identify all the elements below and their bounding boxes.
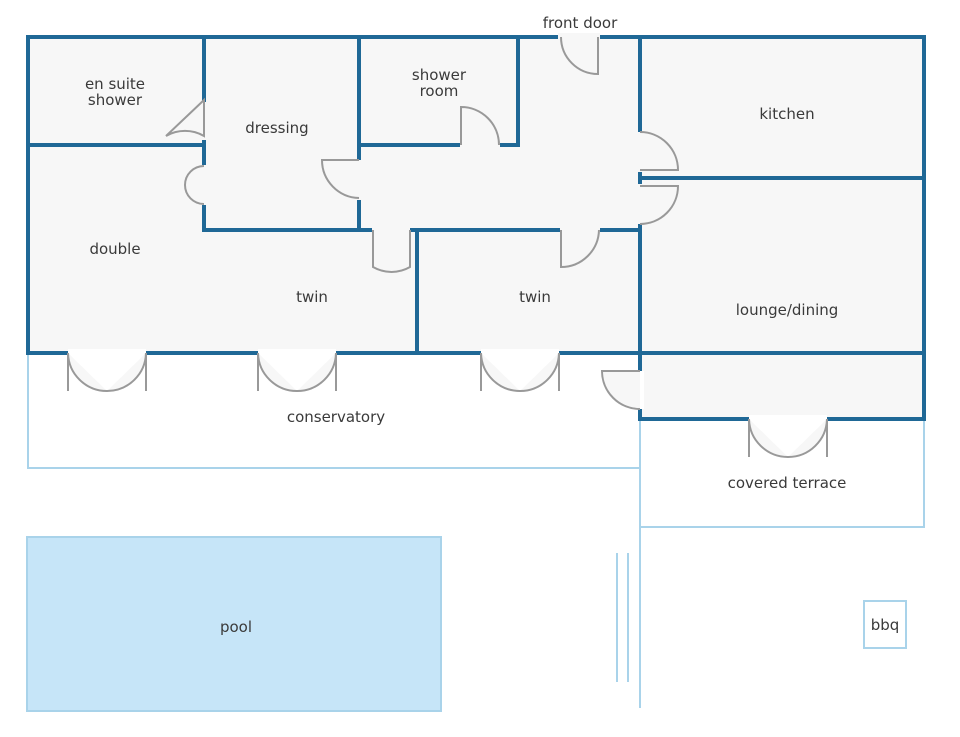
dressing-door-swing [320, 159, 360, 199]
en-suite-label-line2: shower [88, 91, 143, 109]
terrace-outline [639, 418, 925, 528]
door-swings [67, 36, 828, 458]
conservatory-label: conservatory [287, 408, 385, 426]
front-door-swing [560, 36, 599, 76]
double-french-doors [67, 352, 147, 392]
kitchen-label: kitchen [759, 105, 814, 123]
twin-right-door-swing [560, 229, 600, 269]
twin-left-door-swing [372, 230, 411, 273]
twin-left-label: twin [296, 288, 328, 306]
en-suite-label-line1: en suite [85, 75, 145, 93]
lounge-dining-label: lounge/dining [736, 301, 839, 319]
terrace-french-doors [748, 418, 828, 458]
shower-room-label-line2: room [420, 82, 459, 100]
twin-right-label: twin [519, 288, 551, 306]
shower-room-label-line1: shower [412, 66, 467, 84]
bbq-box [863, 600, 907, 649]
en-suite-door-swing [165, 97, 205, 138]
shower-room-door-swing [460, 105, 500, 146]
lounge-door-swing [639, 185, 680, 225]
bbq-label: bbq [871, 616, 900, 634]
room-floors [28, 37, 924, 419]
double-door-swing [184, 165, 205, 205]
twin-right-french-doors [480, 352, 560, 392]
twin-left-french-doors [257, 352, 337, 392]
pool [26, 536, 442, 712]
lounge-conservatory-door [600, 370, 641, 410]
front-door-label: front door [543, 14, 618, 32]
covered-terrace-label: covered terrace [728, 474, 847, 492]
pool-label: pool [220, 618, 252, 636]
room-labels: front door en suite shower dressing show… [85, 14, 899, 636]
double-label: double [89, 240, 140, 258]
kitchen-door-swing [639, 131, 680, 171]
dressing-label: dressing [245, 119, 308, 137]
